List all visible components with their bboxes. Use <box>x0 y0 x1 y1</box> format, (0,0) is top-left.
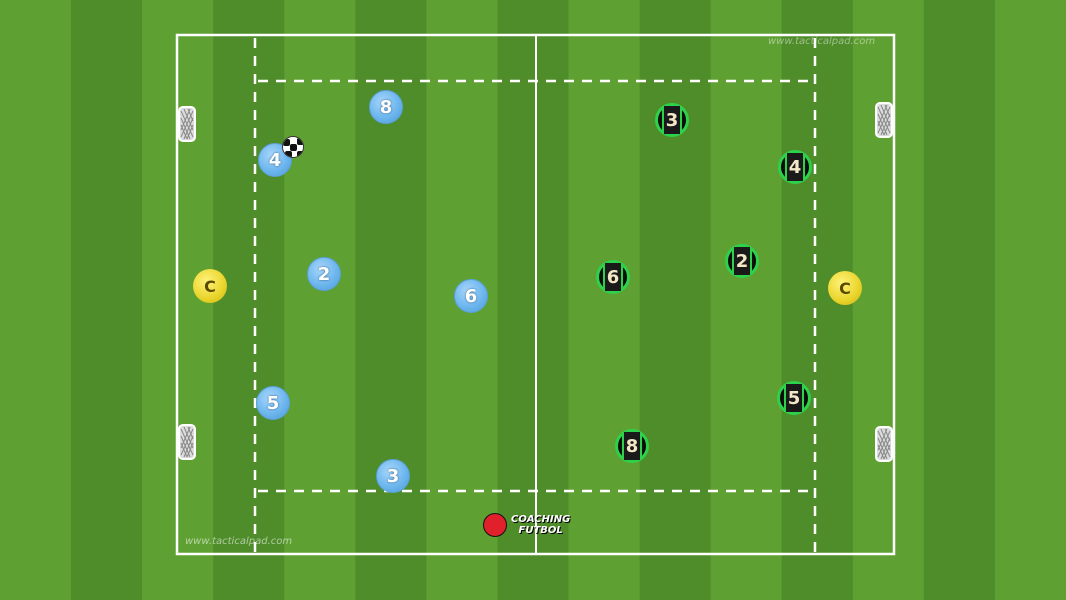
player-green-3-number: 3 <box>665 109 679 131</box>
grass-stripe <box>710 0 783 600</box>
logo-line1: COACHING <box>511 514 571 525</box>
logo-line2: FUTBOL <box>518 525 563 536</box>
grass-stripe <box>71 0 143 600</box>
grass-stripe <box>497 0 570 600</box>
player-green-4-number: 4 <box>788 156 802 178</box>
player-green-6-number: 6 <box>606 266 620 288</box>
logo-text: COACHING FUTBOL <box>511 514 570 536</box>
goal-bottom-left <box>178 424 196 460</box>
ball[interactable] <box>282 136 304 158</box>
player-green-8[interactable]: 8 <box>615 429 649 463</box>
player-green-2[interactable]: 2 <box>725 244 759 278</box>
coach-left[interactable]: C <box>193 269 227 303</box>
player-green-2-number: 2 <box>735 250 749 272</box>
logo-mark-icon <box>483 513 507 537</box>
grass-stripe <box>213 0 285 600</box>
coaching-futbol-logo: COACHING FUTBOL <box>483 513 570 537</box>
grass-stripe <box>852 0 925 600</box>
player-green-5[interactable]: 5 <box>777 381 811 415</box>
player-blue-6[interactable]: 6 <box>454 279 488 313</box>
player-blue-8[interactable]: 8 <box>369 90 403 124</box>
player-green-3[interactable]: 3 <box>655 103 689 137</box>
grass-stripe <box>923 0 996 600</box>
player-blue-3[interactable]: 3 <box>376 459 410 493</box>
grass-stripe <box>284 0 356 600</box>
watermark-bottom: www.tacticalpad.com <box>185 536 293 547</box>
player-green-5-number: 5 <box>787 387 801 409</box>
grass-stripe <box>994 0 1066 600</box>
goal-bottom-right <box>875 426 893 462</box>
coach-right[interactable]: C <box>828 271 862 305</box>
goal-top-right <box>875 102 893 138</box>
player-blue-5[interactable]: 5 <box>256 386 290 420</box>
player-blue-2[interactable]: 2 <box>307 257 341 291</box>
watermark-top: www.tacticalpad.com <box>768 36 876 47</box>
grass-stripe <box>639 0 712 600</box>
player-green-4[interactable]: 4 <box>778 150 812 184</box>
grass-stripe <box>0 0 72 600</box>
goal-top-left <box>178 106 196 142</box>
player-green-8-number: 8 <box>625 435 639 457</box>
player-green-6[interactable]: 6 <box>596 260 630 294</box>
grass-stripe <box>568 0 641 600</box>
